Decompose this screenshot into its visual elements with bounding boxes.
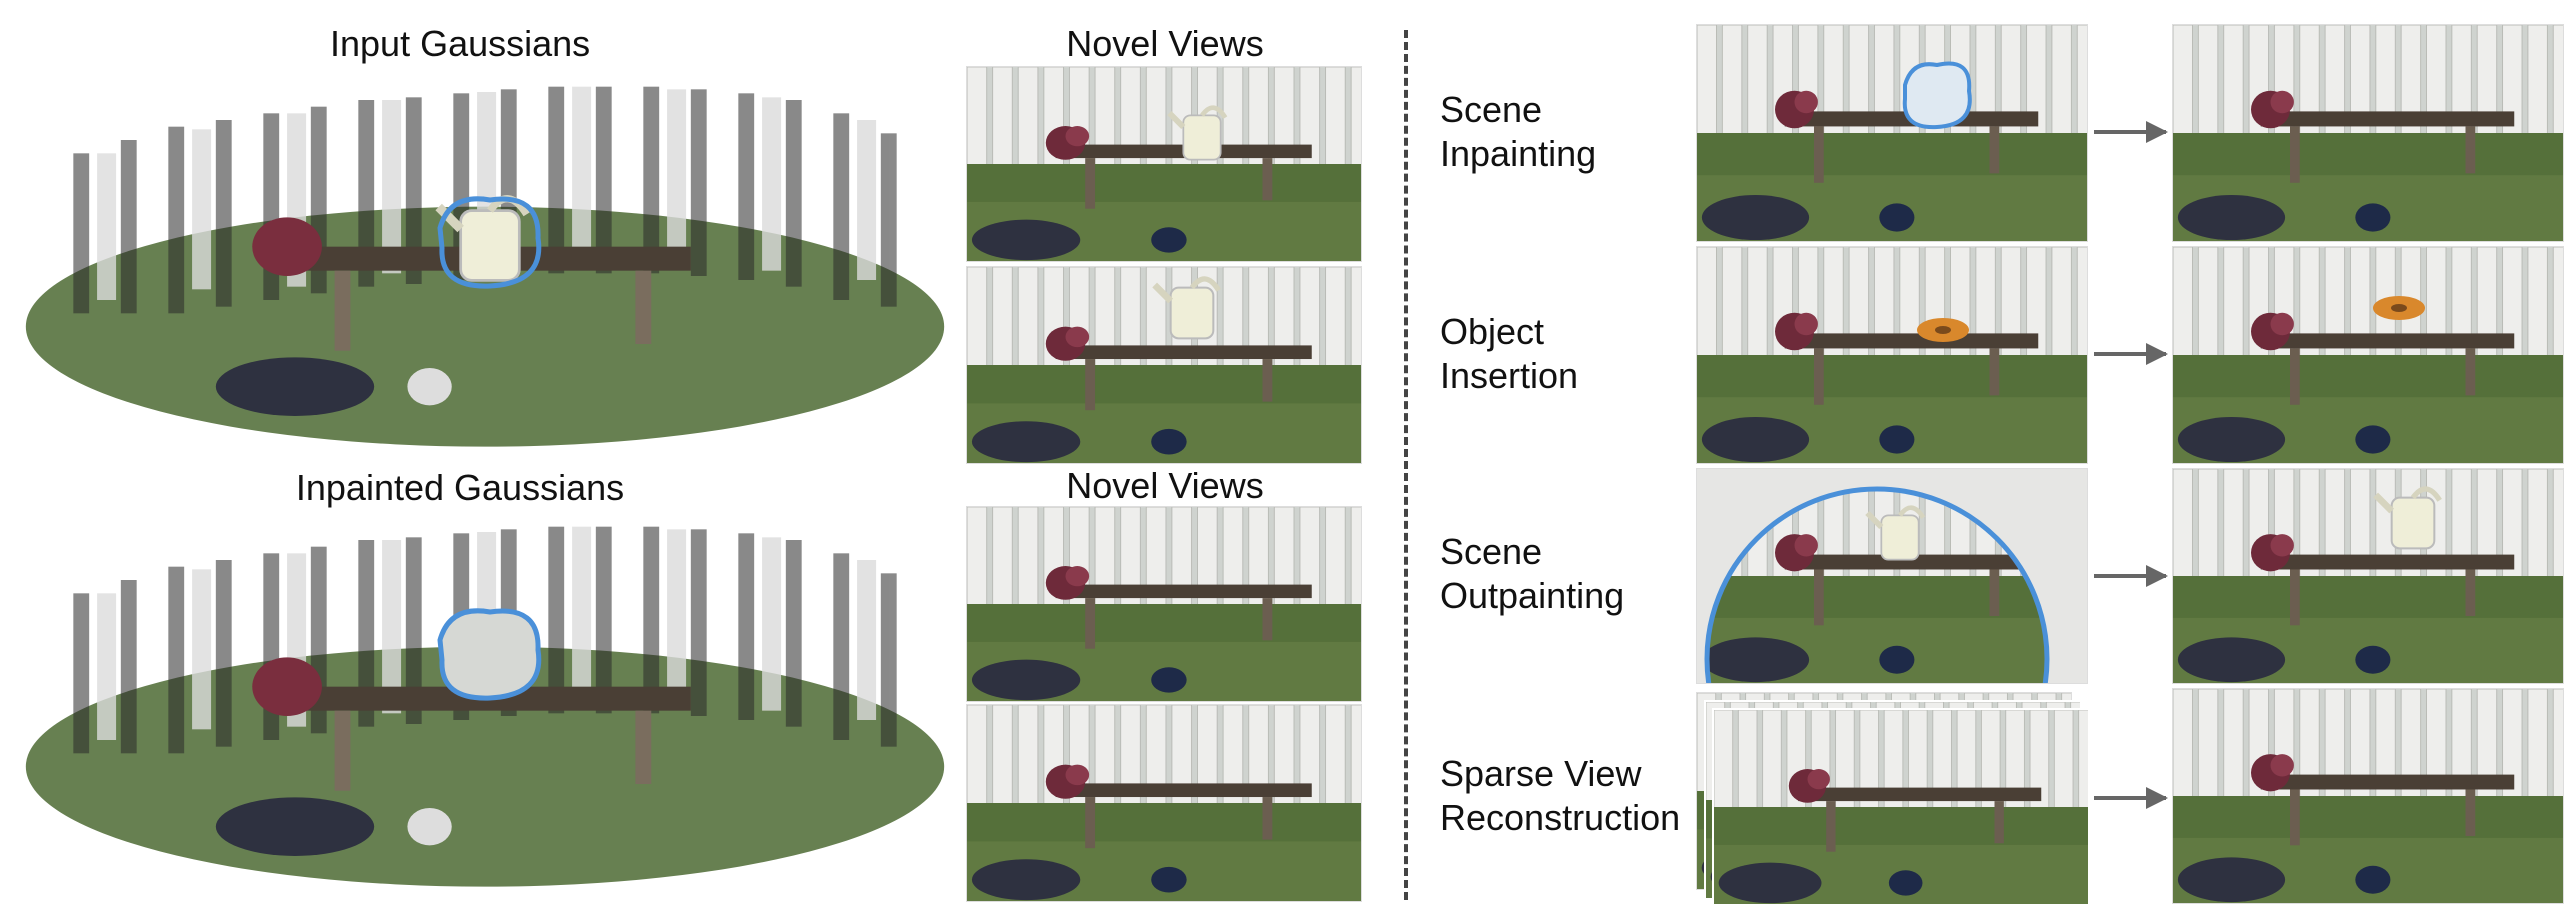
novel-view-top-1 [966,66,1362,262]
input-gaussians-title: Input Gaussians [330,23,591,64]
row-label-scene-inpainting: Scene Inpainting [1440,89,1597,174]
arrow-insertion [2094,343,2168,365]
sparse-output-image [2172,688,2564,904]
outpainting-input-image [1696,468,2088,684]
row-label-object-insertion: Object Insertion [1440,311,1579,396]
novel-views-title-top: Novel Views [1066,23,1264,64]
section-divider [1404,30,1408,900]
row-label-sparse-view-reconstruction: Sparse View Reconstruction [1440,753,1681,838]
arrow-outpainting [2094,565,2168,587]
novel-view-top-2 [966,266,1362,464]
outpainting-output-image [2172,468,2564,684]
inpainting-input-image [1696,24,2088,242]
input-gaussians-pointcloud [10,60,960,460]
arrow-sparse-view [2094,787,2168,809]
novel-view-bottom-2 [966,704,1362,902]
novel-views-title-bottom: Novel Views [1066,465,1264,506]
arrow-inpainting [2094,121,2168,143]
row-label-scene-outpainting: Scene Outpainting [1440,531,1625,616]
insertion-output-image [2172,246,2564,464]
inpainted-gaussians-title: Inpainted Gaussians [295,467,625,508]
insertion-input-image [1696,246,2088,464]
inpainting-output-image [2172,24,2564,242]
sparse-input-image [1712,708,2090,906]
inpainted-gaussians-pointcloud [10,500,960,900]
novel-view-bottom-1 [966,506,1362,702]
